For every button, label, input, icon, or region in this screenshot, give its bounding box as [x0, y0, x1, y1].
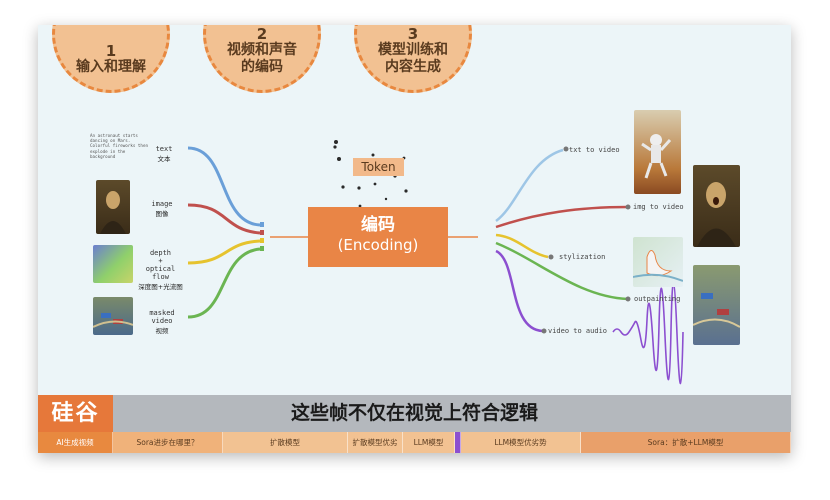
- text-label-cn: 文本: [157, 155, 171, 163]
- masked-label: masked video 视频: [142, 309, 182, 335]
- img-to-video-label: img to video: [633, 203, 684, 211]
- chapter-2[interactable]: Sora进步在哪里？: [113, 432, 223, 453]
- token-dots: [333, 140, 408, 208]
- chapter-6[interactable]: LLM模型优劣势: [461, 432, 581, 453]
- text-label-en: text: [155, 145, 173, 153]
- connector-lines: [187, 140, 684, 385]
- masked-label-cn: 视频: [155, 327, 169, 335]
- subtitle-bar: 这些帧不仅在视觉上符合逻辑 硅谷: [38, 395, 791, 432]
- chapter-1[interactable]: AI生成视频: [38, 432, 113, 453]
- step-label: 视频和声音 的编码: [227, 42, 297, 75]
- step-number: 1: [105, 42, 117, 60]
- image-connector: [187, 203, 261, 235]
- subtitle-text: 这些帧不仅在视觉上符合逻辑: [290, 402, 538, 424]
- step-label: 输入和理解: [76, 59, 146, 75]
- txt-to-video-label: txt to video: [569, 146, 620, 154]
- audio-connector: [495, 249, 544, 333]
- video-to-audio-label: video to audio: [548, 327, 608, 335]
- text-label: text 文本: [148, 145, 180, 163]
- encoding-subtitle: (Encoding): [337, 236, 419, 254]
- playhead-marker[interactable]: [455, 432, 461, 453]
- outpainting-connector: [495, 241, 629, 301]
- image-label: image 图像: [142, 200, 182, 218]
- depth-label: depth + optical flow 深度图+光流图: [138, 249, 183, 291]
- chapter-bar: AI生成视频 Sora进步在哪里？ 扩散模型 扩散模型优劣 LLM模型 LLM模…: [38, 432, 791, 453]
- stylization-label: stylization: [559, 253, 606, 261]
- prompt-text: An astronaut starts dancing on Mars. Col…: [90, 133, 148, 159]
- token-label: Token: [353, 158, 404, 176]
- depth-flow-thumbnail: [93, 245, 133, 283]
- video-frame: 1 输入和理解 2 视频和声音 的编码 3 模型训练和 内容生成: [38, 25, 791, 453]
- chapter-7[interactable]: Sora：扩散+LLM模型: [581, 432, 791, 453]
- text-connector: [187, 146, 261, 227]
- chapter-3[interactable]: 扩散模型: [223, 432, 348, 453]
- mona-lisa-video-thumbnail: [693, 165, 740, 247]
- step-label: 模型训练和 内容生成: [378, 42, 448, 75]
- swan-thumbnail: [633, 237, 683, 287]
- depth-connector: [187, 239, 261, 265]
- masked-video-thumbnail: [93, 297, 133, 335]
- stylization-connector: [495, 233, 549, 259]
- outpainting-label: outpainting: [634, 295, 681, 303]
- masked-connector: [187, 247, 261, 319]
- depth-label-en: depth + optical flow: [145, 249, 176, 281]
- brand-logo: 硅谷: [38, 395, 113, 432]
- image-label-en: image: [151, 200, 173, 208]
- outpainting-thumbnail: [693, 265, 740, 345]
- chapter-4[interactable]: 扩散模型优劣: [348, 432, 403, 453]
- txt-video-connector: [495, 148, 564, 223]
- encoding-box: 编码 (Encoding): [308, 207, 448, 267]
- encoding-title: 编码: [361, 215, 395, 235]
- img-video-connector: [495, 205, 629, 229]
- step-number: 2: [256, 25, 268, 43]
- mona-lisa-thumbnail: [96, 180, 130, 234]
- astronaut-thumbnail: [634, 110, 681, 194]
- masked-label-en: masked video: [149, 309, 175, 325]
- chapter-5[interactable]: LLM模型: [403, 432, 455, 453]
- step-number: 3: [407, 25, 419, 43]
- image-label-cn: 图像: [155, 210, 169, 218]
- depth-label-cn: 深度图+光流图: [138, 283, 183, 291]
